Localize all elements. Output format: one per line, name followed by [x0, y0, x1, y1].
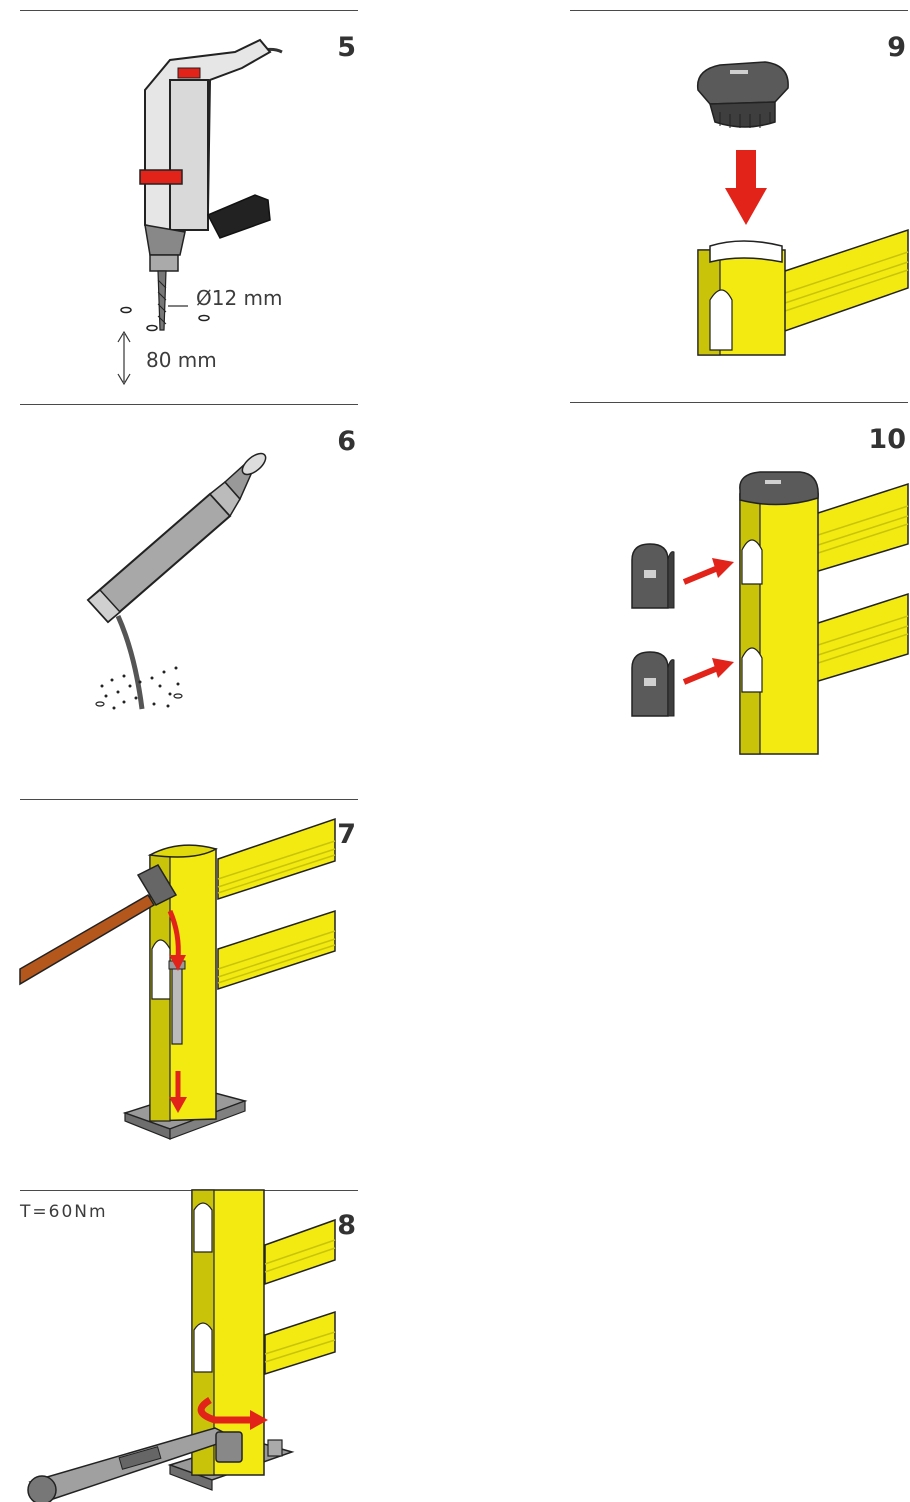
step-10-panel: 10	[570, 402, 909, 755]
step-divider	[20, 799, 358, 800]
step-number: 9	[887, 32, 906, 63]
step-divider	[20, 404, 358, 405]
drill-icon	[117, 38, 283, 386]
step-8-panel: T=60Nm 8	[20, 1189, 358, 1502]
step-number: 6	[337, 426, 356, 457]
step-divider	[20, 1190, 358, 1191]
step-divider	[20, 10, 358, 11]
step-number: 5	[337, 32, 356, 63]
resin-gun-icon	[86, 452, 267, 710]
top-cap-icon	[696, 61, 909, 356]
step-number: 7	[337, 819, 356, 850]
step-divider	[570, 10, 908, 11]
step-6-panel: 6	[20, 404, 358, 764]
drill-depth-label: 80 mm	[146, 348, 217, 372]
drill-diameter-label: Ø12 mm	[196, 286, 283, 310]
side-plug-icon	[631, 471, 909, 755]
step-7-panel: 7	[19, 799, 358, 1151]
torque-wrench-icon	[27, 1189, 336, 1502]
step-number: 8	[337, 1210, 356, 1241]
torque-value-label: T=60Nm	[20, 1202, 108, 1222]
step-number: 10	[868, 424, 906, 455]
hammer-icon	[19, 817, 336, 1140]
step-9-panel: 9	[570, 10, 909, 356]
step-divider	[570, 402, 908, 403]
step-5-panel: 5 Ø12 mm 80 mm	[20, 10, 358, 402]
